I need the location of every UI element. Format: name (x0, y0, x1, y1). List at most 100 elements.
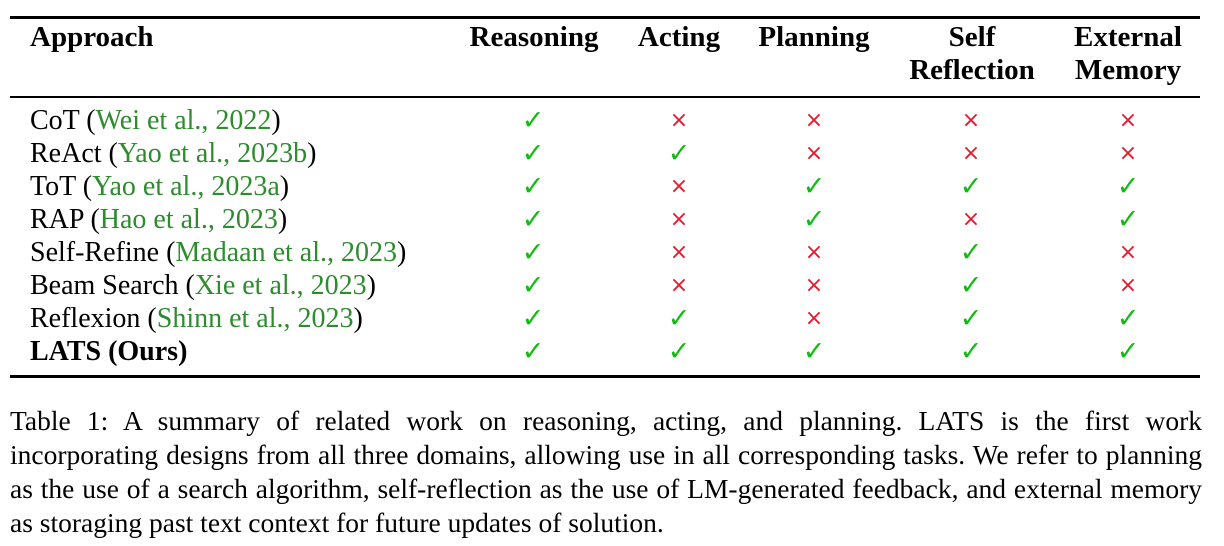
table-row: Beam Search (Xie et al., 2023) ✓ × × ✓ × (0, 269, 1224, 302)
check-icon-self-reflection: ✓ (959, 171, 983, 202)
check-icon-external-memory: ✓ (1116, 171, 1140, 202)
cross-icon-self-reflection: × (961, 141, 981, 166)
table-row: CoT (Wei et al., 2022) ✓ × × × × (0, 104, 1224, 137)
check-icon-reasoning: ✓ (521, 204, 545, 235)
citation-open-paren: ( (108, 138, 118, 169)
check-icon-reasoning: ✓ (521, 105, 545, 136)
check-icon-reasoning: ✓ (521, 171, 545, 202)
header-self-reflection-line1: Self (948, 21, 996, 53)
cross-icon-acting: × (669, 273, 689, 298)
approach-name: Beam Search (30, 270, 179, 301)
approach-name: CoT (30, 105, 80, 136)
citation-close-paren: ) (366, 270, 376, 301)
approach-name: LATS (Ours) (30, 336, 188, 367)
check-icon-reasoning: ✓ (521, 270, 545, 301)
approach-name: ToT (30, 171, 76, 202)
cross-icon-planning: × (804, 273, 824, 298)
check-icon-self-reflection: ✓ (959, 237, 983, 268)
check-icon-external-memory: ✓ (1116, 336, 1140, 367)
table-top-rule (10, 16, 1200, 19)
row-approach-cell: LATS (Ours) (30, 335, 187, 368)
approach-name: Reflexion (30, 303, 141, 334)
cross-icon-acting: × (669, 174, 689, 199)
approach-name: Self-Refine (30, 237, 160, 268)
cross-icon-acting: × (669, 240, 689, 265)
header-self-reflection-line2: Reflection (909, 54, 1035, 86)
header-external-memory-line2: Memory (1074, 54, 1182, 86)
table-caption: Table 1: A summary of related work on re… (10, 405, 1202, 538)
cross-icon-acting: × (669, 108, 689, 133)
table-row: LATS (Ours) ✓ ✓ ✓ ✓ ✓ (0, 335, 1224, 368)
check-icon-external-memory: ✓ (1116, 204, 1140, 235)
check-icon-planning: ✓ (802, 336, 826, 367)
cross-icon-external-memory: × (1118, 273, 1138, 298)
table-row: RAP (Hao et al., 2023) ✓ × ✓ × ✓ (0, 203, 1224, 236)
table-row: ToT (Yao et al., 2023a) ✓ × ✓ ✓ ✓ (0, 170, 1224, 203)
row-approach-cell: Reflexion (Shinn et al., 2023) (30, 302, 363, 335)
check-icon-acting: ✓ (667, 336, 691, 367)
citation-close-paren: ) (307, 138, 317, 169)
cross-icon-planning: × (804, 240, 824, 265)
citation-close-paren: ) (353, 303, 363, 334)
table-row: Self-Refine (Madaan et al., 2023) ✓ × × ✓ × (0, 236, 1224, 269)
check-icon-self-reflection: ✓ (959, 303, 983, 334)
row-approach-cell: CoT (Wei et al., 2022) (30, 104, 281, 137)
citation-link[interactable]: Shinn et al., 2023 (156, 303, 354, 334)
citation-open-paren: ( (86, 105, 96, 136)
citation-open-paren: ( (147, 303, 157, 334)
check-icon-reasoning: ✓ (521, 336, 545, 367)
citation-close-paren: ) (271, 105, 281, 136)
cross-icon-self-reflection: × (961, 207, 981, 232)
citation-link[interactable]: Madaan et al., 2023 (175, 237, 397, 268)
citation-link[interactable]: Yao et al., 2023a (92, 171, 280, 202)
check-icon-planning: ✓ (802, 171, 826, 202)
header-planning: Planning (758, 21, 870, 53)
cross-icon-planning: × (804, 306, 824, 331)
cross-icon-external-memory: × (1118, 108, 1138, 133)
citation-open-paren: ( (185, 270, 195, 301)
citation-open-paren: ( (82, 171, 93, 202)
header-external-memory: External Memory (1062, 21, 1194, 87)
citation-close-paren: ) (396, 237, 407, 268)
citation-link[interactable]: Xie et al., 2023 (194, 270, 367, 301)
cross-icon-external-memory: × (1118, 240, 1138, 265)
check-icon-acting: ✓ (667, 138, 691, 169)
row-approach-cell: ReAct (Yao et al., 2023b) (30, 137, 316, 170)
header-approach: Approach (30, 21, 154, 53)
header-external-memory-line1: External (1074, 21, 1182, 53)
row-approach-cell: ToT (Yao et al., 2023a) (30, 170, 289, 203)
cross-icon-planning: × (804, 141, 824, 166)
citation-link[interactable]: Yao et al., 2023b (117, 138, 308, 169)
check-icon-acting: ✓ (667, 303, 691, 334)
cross-icon-acting: × (669, 207, 689, 232)
header-reasoning: Reasoning (469, 21, 599, 53)
check-icon-self-reflection: ✓ (959, 270, 983, 301)
citation-close-paren: ) (277, 204, 288, 235)
row-approach-cell: RAP (Hao et al., 2023) (30, 203, 287, 236)
approach-name: ReAct (30, 138, 102, 169)
header-acting: Acting (637, 21, 721, 53)
citation-close-paren: ) (279, 171, 290, 202)
check-icon-reasoning: ✓ (521, 303, 545, 334)
header-self-reflection: Self Reflection (895, 21, 1049, 87)
table-header-rule (10, 96, 1200, 98)
cross-icon-self-reflection: × (961, 108, 981, 133)
citation-link[interactable]: Wei et al., 2022 (95, 105, 272, 136)
cross-icon-planning: × (804, 108, 824, 133)
citation-open-paren: ( (90, 204, 100, 235)
check-icon-reasoning: ✓ (521, 138, 545, 169)
cross-icon-external-memory: × (1118, 141, 1138, 166)
row-approach-cell: Beam Search (Xie et al., 2023) (30, 269, 376, 302)
check-icon-planning: ✓ (802, 204, 826, 235)
approach-name: RAP (30, 204, 84, 235)
row-approach-cell: Self-Refine (Madaan et al., 2023) (30, 236, 406, 269)
table-bottom-rule (10, 375, 1200, 378)
table-row: ReAct (Yao et al., 2023b) ✓ ✓ × × × (0, 137, 1224, 170)
check-icon-reasoning: ✓ (521, 237, 545, 268)
check-icon-external-memory: ✓ (1116, 303, 1140, 334)
citation-link[interactable]: Hao et al., 2023 (99, 204, 278, 235)
citation-open-paren: ( (166, 237, 176, 268)
check-icon-self-reflection: ✓ (959, 336, 983, 367)
table-row: Reflexion (Shinn et al., 2023) ✓ ✓ × ✓ ✓ (0, 302, 1224, 335)
